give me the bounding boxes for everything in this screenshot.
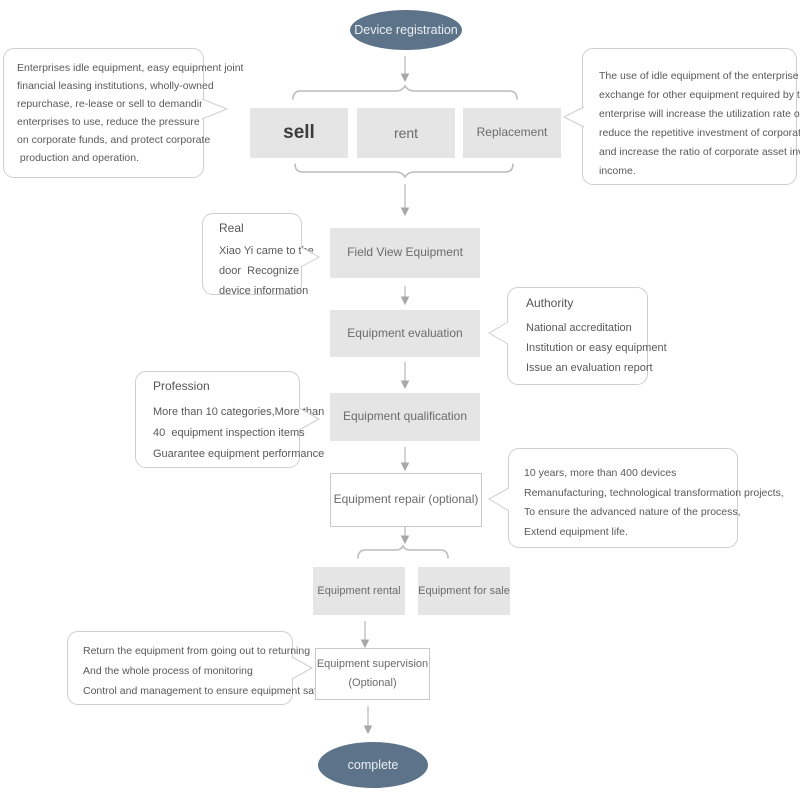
node-field-view-equipment: Field View Equipment [330, 228, 480, 278]
brace-top [292, 84, 518, 100]
node-equipment-evaluation: Equipment evaluation [330, 310, 480, 357]
arrow-head-icon [400, 462, 410, 472]
node-label: sell [283, 121, 315, 143]
node-label: Equipment rental [317, 584, 401, 597]
callout-title: Real [219, 221, 244, 235]
node-sublabel: (Optional) [348, 677, 397, 689]
callout-line: 10 years, more than 400 devices [524, 467, 677, 479]
arrow-head-icon [363, 725, 373, 735]
callout-line: The use of idle equipment of the enterpr… [599, 70, 800, 82]
node-equipment-qualification: Equipment qualification [330, 393, 480, 441]
callout-tail-icon [562, 106, 585, 128]
callout-title: Authority [526, 296, 574, 310]
callout-line: on corporate funds, and protect corporat… [17, 134, 211, 146]
callout-line: Issue an evaluation report [526, 362, 653, 374]
node-label: Replacement [476, 125, 548, 140]
callout-line: More than 10 categories,More than [153, 406, 325, 418]
callout-line: Xiao Yi came to the [219, 245, 314, 257]
callout-line: production and operation. [17, 152, 140, 164]
callout-line: Remanufacturing, technological transform… [524, 486, 784, 499]
callout-line: and increase the ratio of corporate asse… [599, 146, 800, 158]
node-equipment-repair: Equipment repair (optional) [330, 473, 482, 527]
callout-return-monitoring: Return the equipment from going out to r… [67, 631, 332, 705]
callout-line: 40 equipment inspection items [153, 427, 305, 439]
callout-line: To ensure the advanced nature of the pro… [524, 506, 741, 518]
callout-line: financial leasing institutions, wholly-o… [17, 80, 214, 92]
node-label: Equipment evaluation [347, 325, 463, 340]
end-node: complete [318, 742, 428, 788]
callout-title: Profession [153, 379, 210, 393]
callout-line: Enterprises idle equipment, easy equipme… [17, 62, 244, 74]
callout-line: device information [219, 285, 309, 297]
callout-line: enterprise will increase the utilization… [599, 108, 800, 120]
arrow-head-icon [360, 639, 370, 649]
callout-tail-icon [487, 487, 510, 512]
callout-idle-equipment: Enterprises idle equipment, easy equipme… [3, 48, 244, 178]
arrow-head-icon [400, 380, 410, 390]
node-label: Field View Equipment [347, 245, 463, 260]
callout-line: income. [599, 165, 636, 177]
callout-line: door Recognize [219, 265, 300, 277]
callout-tail-icon [488, 321, 509, 345]
brace-bottom [294, 163, 514, 179]
callout-line: National accreditation [526, 322, 632, 334]
callout-line: Return the equipment from going out to r… [83, 645, 311, 657]
callout-line: Institution or easy equipment [526, 342, 667, 354]
arrow-head-icon [400, 535, 410, 545]
node-label: Equipment qualification [342, 409, 468, 424]
callout-real: Real Xiao Yi came to the door Recognize … [202, 213, 314, 297]
node-label: Equipment for sale [418, 584, 510, 597]
callout-line: Control and management to ensure equipme… [83, 685, 332, 697]
node-equipment-rental: Equipment rental [313, 567, 405, 615]
node-label: rent [393, 124, 419, 141]
callout-exchange-benefit: The use of idle equipment of the enterpr… [582, 48, 800, 185]
callout-line: exchange for other equipment required by… [599, 89, 800, 101]
node-rent: rent [357, 108, 455, 158]
callout-line: enterprises to use, reduce the pressure [17, 116, 200, 128]
arrow-head-icon [400, 207, 410, 217]
callout-authority: Authority National accreditation Institu… [507, 287, 667, 385]
end-node-label: complete [347, 758, 399, 772]
callout-tail-icon [291, 656, 314, 680]
callout-line: Extend equipment life. [524, 525, 628, 538]
start-node-label: Device registration [354, 23, 458, 37]
brace-split [357, 544, 449, 559]
node-replacement: Replacement [463, 108, 561, 158]
node-label: Equipment supervision [316, 658, 429, 671]
node-label: Equipment repair (optional) [333, 492, 479, 507]
callout-profession: Profession More than 10 categories,More … [135, 371, 325, 468]
callout-line: reduce the repetitive investment of corp… [599, 127, 800, 139]
callout-line: And the whole process of monitoring [83, 665, 253, 677]
start-node: Device registration [350, 10, 462, 50]
arrow-head-icon [400, 296, 410, 306]
callout-line: Guarantee equipment performance [153, 448, 325, 460]
callout-line: repurchase, re-lease or sell to demandin… [17, 98, 211, 110]
callout-ten-years: 10 years, more than 400 devices Remanufa… [508, 448, 784, 548]
node-equipment-for-sale: Equipment for sale [418, 567, 510, 615]
node-equipment-supervision: Equipment supervision (Optional) [315, 648, 430, 700]
arrow-head-icon [400, 73, 410, 83]
node-sell: sell [250, 108, 348, 158]
